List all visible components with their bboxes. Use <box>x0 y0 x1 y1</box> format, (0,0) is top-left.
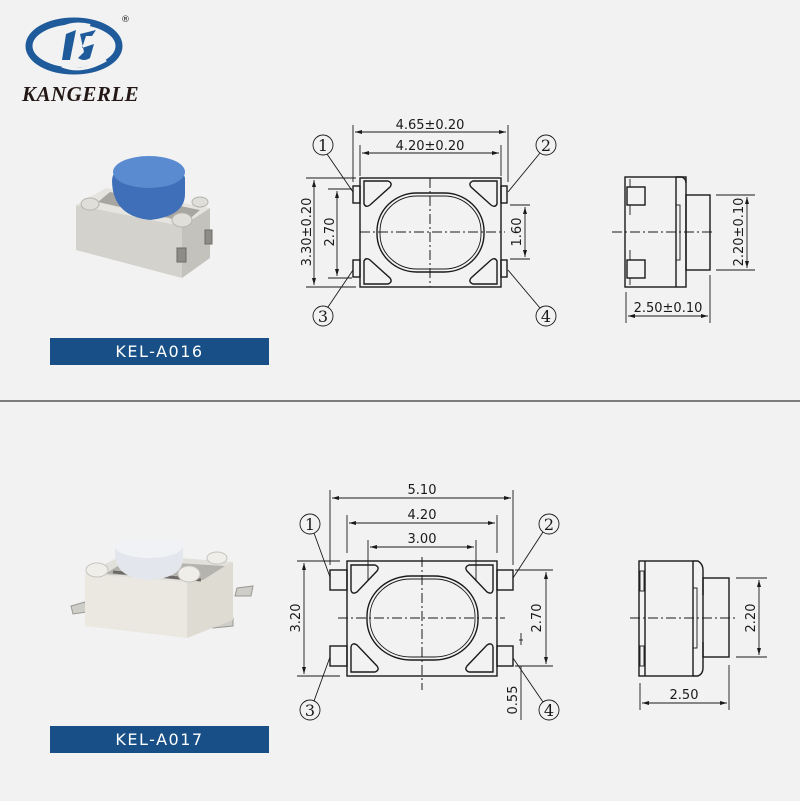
pin-3-label: 3 <box>305 701 315 720</box>
dim-pin-pitch: 2.70 <box>323 218 338 247</box>
dim-side-height: 2.20±0.10 <box>732 198 747 267</box>
brand-name: KANGERLE <box>22 82 140 106</box>
dim-overall-width: 4.65±0.20 <box>396 118 465 133</box>
section-divider <box>0 400 800 402</box>
top-view-drawing-kel-a017: 5.10 4.20 3.00 3.20 2.70 0.55 1 2 3 4 <box>289 483 560 721</box>
pin-2-label: 2 <box>541 136 551 155</box>
dim-overall-width: 5.10 <box>408 483 437 498</box>
top-view-drawing-kel-a016: 4.65±0.20 4.20±0.20 3.30±0.20 2.70 1.60 … <box>300 118 557 327</box>
kangerle-logo-icon: ® <box>25 15 130 75</box>
pin-1-label: 1 <box>305 515 315 534</box>
dim-body-height: 3.20 <box>289 604 304 633</box>
dim-body-width: 4.20±0.20 <box>396 139 465 154</box>
model-label-kel-a017: KEL-A017 <box>50 726 269 753</box>
product-photo-kel-a016 <box>76 156 213 278</box>
pin-1-label: 1 <box>318 136 328 155</box>
dim-side-height: 2.20 <box>744 604 759 633</box>
dim-side-depth: 2.50 <box>670 688 699 703</box>
product-photo-kel-a017 <box>70 540 254 638</box>
dim-overall-height: 3.30±0.20 <box>300 198 315 267</box>
side-view-drawing-kel-a016: 2.20±0.10 2.50±0.10 <box>612 176 755 323</box>
pin-4-label: 4 <box>541 307 551 326</box>
dim-pad-width: 0.55 <box>506 686 521 715</box>
model-label-kel-a016: KEL-A016 <box>50 338 269 365</box>
pin-3-label: 3 <box>318 307 328 326</box>
pin-4-label: 4 <box>544 701 554 720</box>
dim-pin-gap: 1.60 <box>510 218 525 247</box>
side-view-drawing-kel-a017: 2.20 2.50 <box>630 560 767 710</box>
dim-pin-pitch: 2.70 <box>530 604 545 633</box>
registered-mark: ® <box>121 15 130 25</box>
dim-actuator-width: 3.00 <box>408 532 437 547</box>
pin-2-label: 2 <box>544 515 554 534</box>
dim-body-width: 4.20 <box>408 508 437 523</box>
dim-side-depth: 2.50±0.10 <box>634 301 703 316</box>
